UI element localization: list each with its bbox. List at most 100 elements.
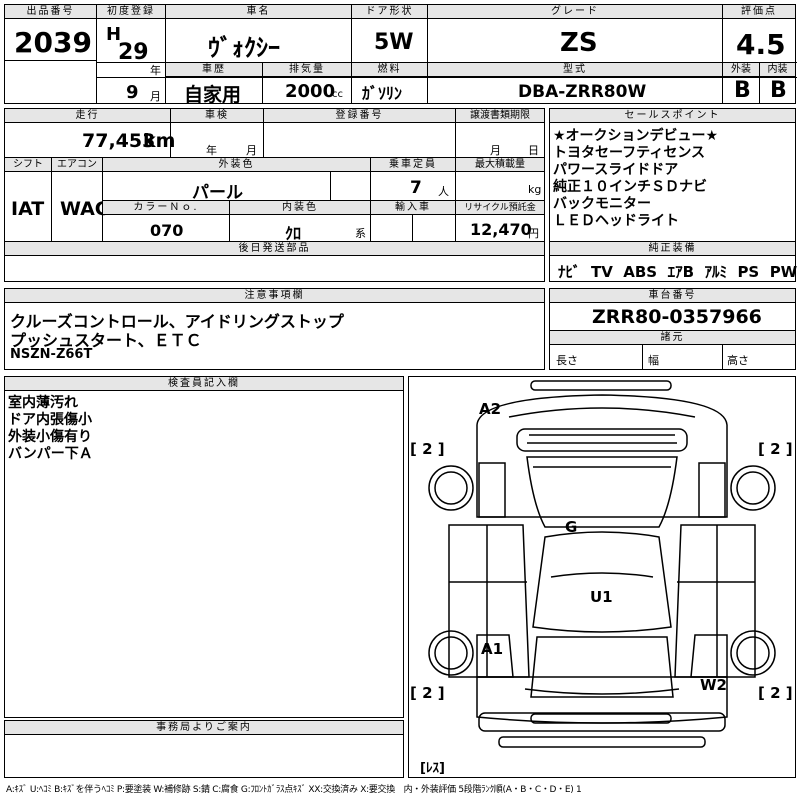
sales-point: バックモニター	[553, 196, 651, 212]
inspector-label: 検査員記入欄	[5, 377, 403, 391]
equipment-item: ｴｱB	[667, 263, 695, 281]
exterior-rating: B	[734, 78, 751, 103]
transfer-label: 譲渡書類期限	[456, 109, 544, 123]
history-label: 車歴	[166, 63, 262, 77]
inspector-line: ドア内張傷小	[8, 412, 92, 428]
sales-point: ＬＥＤヘッドライト	[553, 213, 679, 229]
inspection-month-unit: 月	[246, 144, 257, 157]
reg-no-label: 登録番号	[264, 109, 455, 123]
inspection-label: 車検	[171, 109, 263, 123]
interior-color: ｸﾛ	[285, 224, 302, 243]
import-label: 輸入車	[371, 201, 455, 215]
equipment-list: ﾅﾋﾞ TV ABS ｴｱB ｱﾙﾐ PS PW	[558, 261, 797, 282]
damage-mark: U1	[590, 588, 613, 606]
spare-tire: [ﾚｽ]	[420, 761, 445, 776]
interior-color-unit: 系	[355, 227, 366, 240]
fuel: ｶﾞｿﾘﾝ	[362, 84, 403, 103]
inspector-line: 室内薄汚れ	[8, 395, 78, 411]
fuel-label: 燃料	[352, 63, 427, 77]
ac: WAC	[60, 198, 109, 220]
damage-mark: A2	[479, 400, 502, 418]
equipment-item: PW	[769, 263, 798, 281]
equipment-item: TV	[590, 263, 613, 281]
transfer-day-unit: 日	[528, 144, 539, 157]
length-label: 長さ	[556, 354, 578, 367]
equipment-item: ﾅﾋﾞ	[558, 263, 581, 281]
spec-label: 諸元	[550, 331, 795, 345]
legend: A:ｷｽﾞ U:ﾍｺﾐ B:ｷｽﾞを伴うﾍｺﾐ P:要塗装 W:補修跡 S:錆 …	[6, 785, 582, 795]
door-label: ドア形状	[352, 5, 427, 19]
era-mark: H	[106, 24, 122, 45]
notes-line: クルーズコントロール、アイドリングストップ	[10, 312, 344, 331]
year-unit: 年	[150, 64, 161, 77]
height-label: 高さ	[727, 354, 749, 367]
exterior-color: パール	[192, 183, 243, 203]
recycle-unit: 円	[528, 227, 539, 240]
car-name-label: 車名	[166, 5, 351, 19]
score: 4.5	[736, 28, 786, 61]
shift-label: シフト	[5, 158, 51, 172]
score-label: 評価点	[723, 5, 795, 19]
inspection-year-unit: 年	[206, 144, 217, 157]
capacity: 7	[410, 178, 422, 198]
equipment-item: PS	[737, 263, 760, 281]
sales-point: トヨタセーフティセンス	[553, 145, 706, 161]
door: 5W	[374, 30, 414, 55]
inspector-line: バンパー下Ａ	[8, 446, 93, 462]
recycle-label: リサイクル預託金	[456, 201, 544, 215]
diagram-box	[408, 376, 796, 778]
sales-points-list: ★オークションデビュー★ トヨタセーフティセンス パワースライドドア 純正１０イ…	[553, 128, 718, 230]
mileage-unit: km	[143, 130, 176, 152]
equipment-item: ｱﾙﾐ	[704, 263, 727, 281]
displacement-unit: cc	[332, 89, 343, 100]
notes-line: プッシュスタート、ＥＴＣ	[10, 331, 202, 350]
history: 自家用	[184, 84, 242, 106]
damage-mark: A1	[481, 640, 504, 658]
tire-tread: [ 2 ]	[758, 440, 793, 458]
displacement: 2000	[285, 81, 336, 102]
capacity-label: 乗車定員	[371, 158, 455, 172]
interior-label: 内装	[760, 63, 795, 77]
interior-color-label: 内装色	[230, 201, 370, 215]
exterior-label: 外装	[723, 63, 759, 77]
ac-label: エアコン	[52, 158, 102, 172]
equipment-item: ABS	[623, 263, 658, 281]
shift: IAT	[11, 198, 45, 220]
width-label: 幅	[648, 354, 659, 367]
lot-label: 出品番号	[5, 5, 96, 19]
recycle: 12,470	[470, 220, 532, 239]
month-unit: 月	[150, 90, 161, 103]
chassis-number: ZRR80-0357966	[592, 306, 762, 328]
notes-line: NSZN-Z66T	[10, 347, 93, 362]
car-name: ｳﾞｫｸｼｰ	[208, 34, 280, 62]
load-label: 最大積載量	[456, 158, 544, 172]
mileage: 77,453	[82, 130, 156, 152]
sales-points-label: セールスポイント	[550, 109, 795, 123]
color-no: 070	[150, 221, 184, 240]
reg-year: 29	[118, 40, 149, 65]
chassis-box	[549, 288, 796, 370]
damage-mark: W2	[700, 676, 727, 694]
office-box	[4, 720, 404, 778]
sales-point: パワースライドドア	[553, 162, 679, 178]
equipment-label: 純正装備	[550, 242, 795, 256]
inspector-notes: 室内薄汚れ ドア内張傷小 外装小傷有り バンパー下Ａ	[8, 395, 93, 463]
damage-mark: G	[565, 518, 578, 536]
grade-label: グレード	[428, 5, 722, 19]
model: DBA-ZRR80W	[518, 82, 647, 102]
office-label: 事務局よりご案内	[5, 721, 403, 735]
vehicle-info-table	[4, 108, 545, 282]
interior-rating: B	[770, 78, 787, 103]
notes-box	[4, 288, 545, 370]
first-reg-label: 初度登録	[97, 5, 165, 19]
lot-number: 2039	[14, 26, 92, 59]
later-parts-label: 後日発送部品	[5, 242, 544, 256]
sales-points-box	[549, 108, 796, 282]
sales-point: 純正１０インチＳＤナビ	[553, 179, 707, 195]
notes-label: 注意事項欄	[5, 289, 544, 303]
mileage-label: 走行	[5, 109, 170, 123]
chassis-label: 車台番号	[550, 289, 795, 303]
transfer-month-unit: 月	[490, 144, 501, 157]
inspector-box	[4, 376, 404, 718]
displacement-label: 排気量	[263, 63, 351, 77]
